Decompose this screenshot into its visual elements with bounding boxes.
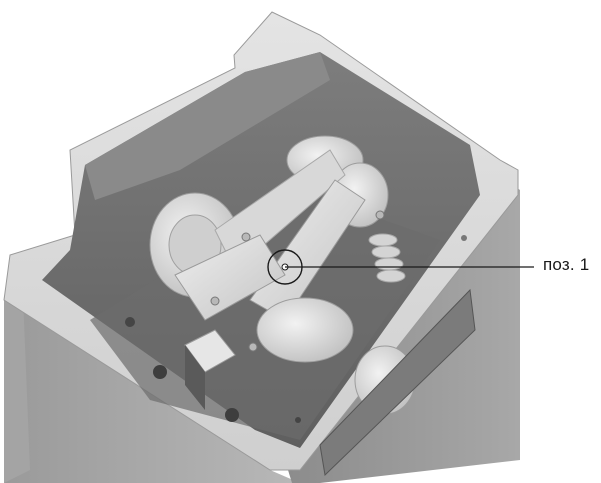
- callout-label: поз. 1: [543, 255, 590, 274]
- crank-block: [174, 234, 286, 321]
- mounting-plate: [319, 288, 476, 477]
- housing-left-wall: [4, 300, 300, 483]
- mechanism: [125, 135, 476, 477]
- lower-flywheel: [256, 297, 354, 363]
- callout: [267, 249, 534, 285]
